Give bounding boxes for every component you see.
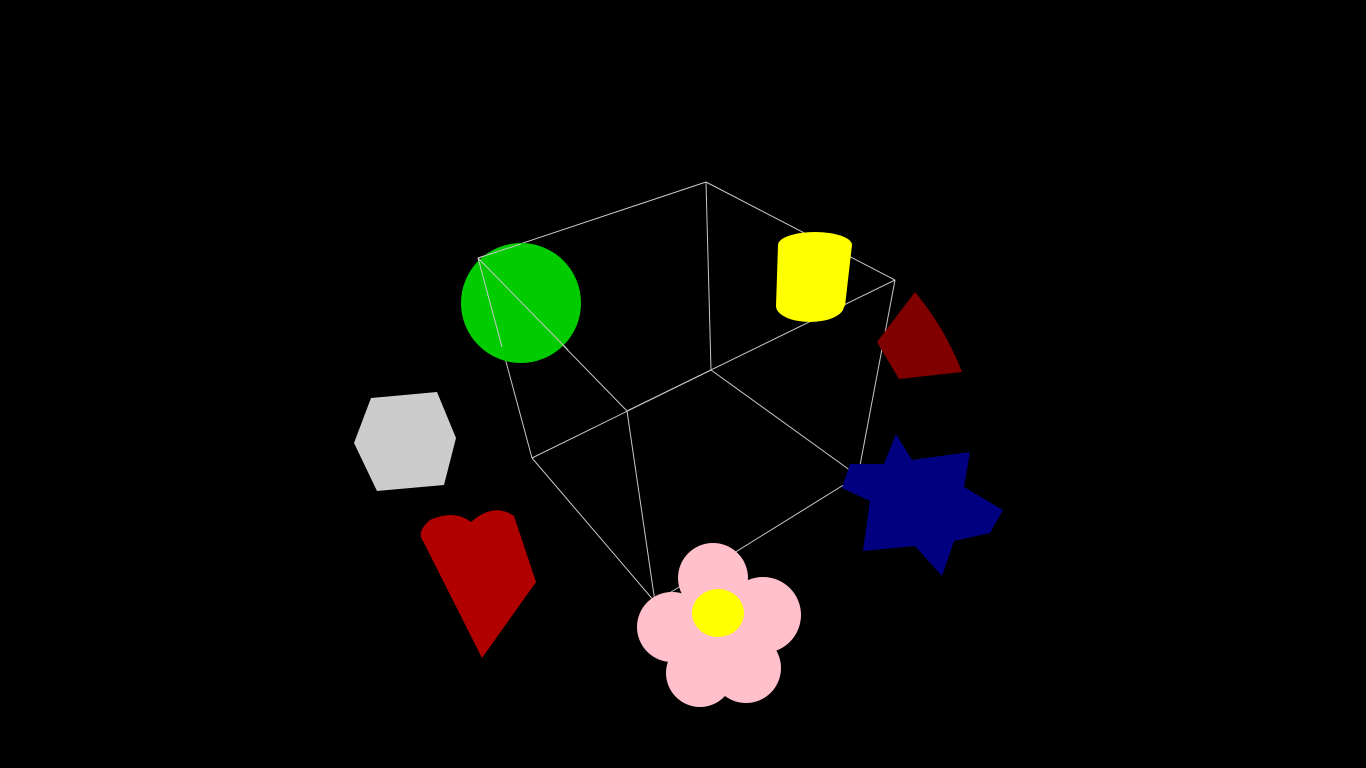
navy-star[interactable] [842, 434, 1003, 576]
cylinder-top [778, 232, 852, 258]
cube-edge [857, 279, 896, 477]
cube-edge [531, 369, 712, 459]
flower-center [692, 589, 744, 637]
red-heart[interactable] [420, 510, 536, 658]
cube-edge [710, 369, 859, 477]
cube-edge [477, 257, 503, 348]
pink-flower[interactable] [637, 543, 801, 707]
grey-hexagon[interactable] [354, 392, 456, 491]
cube-edge [626, 410, 656, 603]
cube-edge [705, 181, 896, 281]
cube-edge [477, 257, 569, 351]
cube-edge [531, 457, 656, 603]
cube-edge [705, 181, 712, 371]
cube-edge [477, 243, 522, 259]
yellow-cylinder[interactable] [776, 232, 852, 322]
cylinder-bottom [776, 290, 844, 322]
dark-red-wedge[interactable] [877, 292, 962, 379]
